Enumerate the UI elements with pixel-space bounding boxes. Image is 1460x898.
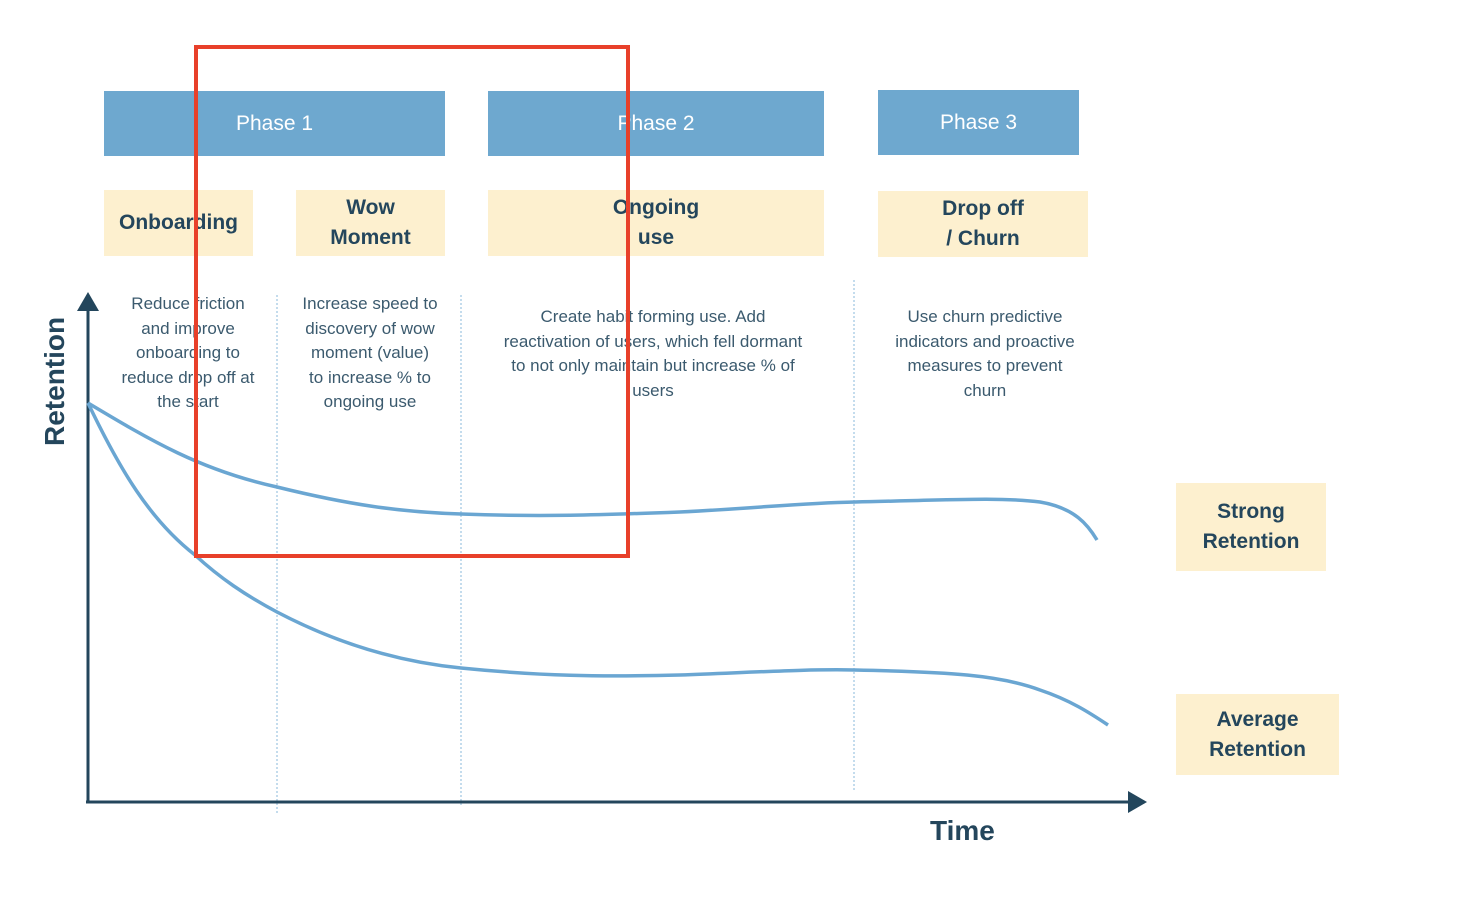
x-axis-arrow-icon (1128, 791, 1147, 813)
ongoing-use-description: Create habit forming use. Add reactivati… (503, 307, 803, 400)
stage-ongoing-use: Ongoing use (488, 190, 824, 256)
wow-moment-description: Increase speed to discovery of wow momen… (302, 294, 438, 411)
highlight-box (194, 45, 630, 558)
strong-retention-curve (87, 401, 1099, 541)
onboarding-description: Reduce friction and improve onboarding t… (121, 294, 255, 411)
phase-1-header: Phase 1 (104, 91, 445, 156)
phase-1-label: Phase 1 (235, 111, 314, 135)
average-retention-label: Average Retention (1176, 694, 1339, 775)
strong-retention-label: Strong Retention (1176, 483, 1326, 571)
phase-2-label: Phase 2 (617, 111, 695, 135)
y-axis-label: Retention (39, 316, 70, 446)
phase-3-label: Phase 3 (939, 110, 1018, 134)
churn-description: Use churn predictive indicators and proa… (895, 307, 1075, 400)
x-axis-label: Time (930, 815, 995, 846)
average-retention-curve (86, 402, 1109, 727)
y-axis-arrow-icon (77, 292, 99, 311)
stage-wow-moment: Wow Moment (296, 190, 445, 256)
phase-3-header: Phase 3 (878, 90, 1079, 155)
stage-drop-off-churn: Drop off / Churn (878, 191, 1088, 257)
stage-onboarding: Onboarding (104, 190, 253, 256)
phase-2-header: Phase 2 (488, 91, 824, 156)
